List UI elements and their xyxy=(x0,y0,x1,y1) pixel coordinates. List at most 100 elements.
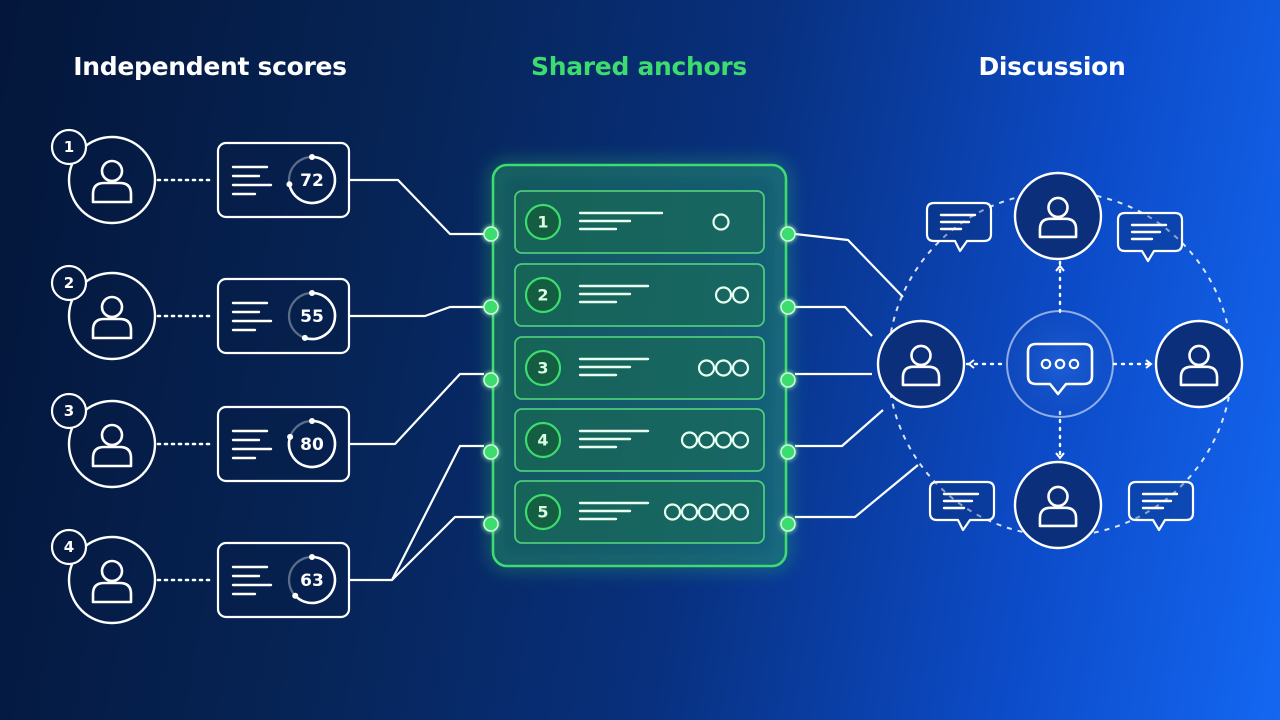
spoke-arrowhead xyxy=(1055,264,1065,272)
anchor-number-badge xyxy=(524,493,562,531)
participant-user-icon xyxy=(1038,485,1078,528)
connector-anchor2-discussion xyxy=(795,305,873,337)
score-card-lines-icon xyxy=(231,429,273,460)
anchor-row-box xyxy=(514,408,765,472)
discussion-network xyxy=(876,171,1244,550)
score-card xyxy=(216,277,351,355)
gauge-end-dot xyxy=(287,433,294,440)
message-bubble-icon xyxy=(925,201,993,253)
anchor-number-label: 2 xyxy=(537,286,548,305)
connector-rater3-anchor3 xyxy=(349,372,484,446)
participant-bottom xyxy=(1013,460,1103,550)
rater-number-badge xyxy=(50,128,88,166)
rater-user-icon xyxy=(91,423,133,468)
heading-discussion: Discussion xyxy=(978,52,1126,81)
participant-right xyxy=(1154,319,1244,409)
message-lines-icon xyxy=(1141,492,1179,510)
anchor-number-label: 1 xyxy=(537,213,548,232)
anchor-level-dot xyxy=(714,286,733,304)
anchor-row-box xyxy=(514,263,765,327)
gauge-start-dot xyxy=(309,154,315,160)
score-card-lines-icon xyxy=(231,301,273,332)
score-card-lines-icon xyxy=(231,565,273,596)
rater-number-label: 3 xyxy=(64,402,74,420)
connector-rater4-anchor4 xyxy=(349,444,484,582)
anchor-row-box xyxy=(514,336,765,400)
gauge-start-dot xyxy=(309,418,315,424)
anchor-level-dot xyxy=(680,503,699,521)
anchor-level-dot xyxy=(712,213,730,231)
anchor-row: 5 xyxy=(514,480,765,544)
message-bubble-icon xyxy=(1116,211,1184,263)
anchor-lines-icon xyxy=(578,429,650,449)
score-gauge-arc xyxy=(288,155,337,205)
participant-user-icon xyxy=(901,344,941,387)
anchor-input-node xyxy=(483,444,499,460)
rater-avatar-circle xyxy=(67,535,157,625)
anchor-level-dot xyxy=(714,359,733,377)
anchor-level-dot xyxy=(697,431,716,449)
anchor-level-dot xyxy=(663,503,682,521)
heading-independent-scores: Independent scores xyxy=(73,52,347,81)
anchor-input-node xyxy=(483,516,499,532)
anchor-lines-icon xyxy=(578,284,650,304)
anchor-row: 2 xyxy=(514,263,765,327)
anchor-row: 4 xyxy=(514,408,765,472)
anchor-row-box xyxy=(514,480,765,544)
rater-avatar-circle xyxy=(67,135,157,225)
rater-avatar-circle xyxy=(67,271,157,361)
anchor-level-dot xyxy=(731,503,750,521)
rater-number-badge xyxy=(50,392,88,430)
anchor-number-label: 3 xyxy=(537,359,548,378)
score-card xyxy=(216,541,351,619)
connector-rater4-anchor5 xyxy=(391,515,484,581)
anchor-lines-icon xyxy=(578,357,650,377)
connector-anchor4-discussion xyxy=(795,409,884,448)
message-bubble-outline xyxy=(1116,211,1184,263)
anchor-level-dots xyxy=(714,286,750,304)
anchor-level-dot xyxy=(731,286,750,304)
anchor-output-node xyxy=(780,226,796,242)
anchor-input-node xyxy=(483,372,499,388)
rater-user-icon xyxy=(91,159,133,204)
connector-anchor1-discussion xyxy=(794,232,904,298)
anchor-number-label: 5 xyxy=(537,503,548,522)
message-lines-icon xyxy=(942,492,980,510)
anchor-level-dot xyxy=(714,503,733,521)
anchor-lines-icon xyxy=(578,501,650,521)
anchor-number-badge xyxy=(524,276,562,314)
discussion-hub xyxy=(1006,310,1114,418)
connector-rater1-anchor1 xyxy=(349,178,484,236)
rater-row: 255 xyxy=(50,264,351,361)
rater-row: 4 63 xyxy=(50,528,351,625)
anchor-level-dots xyxy=(663,503,750,521)
shared-anchors-panel: 1 2 3 4 5 xyxy=(483,163,796,568)
gauge-end-dot xyxy=(286,181,293,188)
score-card xyxy=(216,405,351,483)
rater-user-icon xyxy=(91,295,133,340)
score-value: 72 xyxy=(300,171,324,191)
chat-bubble-icon xyxy=(1026,342,1094,396)
rater-user-icon xyxy=(91,559,133,604)
anchor-level-dot xyxy=(731,431,750,449)
rater-row: 172 xyxy=(50,128,351,225)
anchor-output-node xyxy=(780,516,796,532)
connector-lines xyxy=(349,178,919,582)
gauge-start-dot xyxy=(309,554,315,560)
anchor-output-node xyxy=(780,299,796,315)
rater-row: 380 xyxy=(50,392,351,489)
connector-anchor5-discussion xyxy=(795,464,919,519)
anchor-level-dot xyxy=(714,431,733,449)
anchor-level-dot xyxy=(731,359,750,377)
rater-number-label: 4 xyxy=(64,538,74,556)
anchor-level-dots xyxy=(680,431,750,449)
score-gauge-arc xyxy=(293,555,337,605)
anchors-panel-frame xyxy=(491,163,788,568)
score-value: 55 xyxy=(300,307,324,327)
score-value: 63 xyxy=(300,571,324,591)
anchor-level-dots xyxy=(697,359,750,377)
anchor-level-dot xyxy=(697,359,716,377)
message-bubble-icon xyxy=(1127,480,1195,532)
score-card-lines-icon xyxy=(231,165,273,196)
participant-user-icon xyxy=(1038,196,1078,239)
